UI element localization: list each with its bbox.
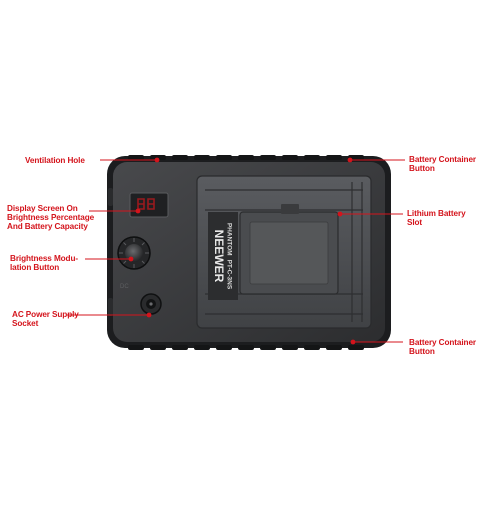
label-battery-container-bottom: Battery Container Button xyxy=(409,338,476,356)
top-vents xyxy=(128,155,364,160)
label-lithium-battery-slot: Lithium Battery Slot xyxy=(407,209,466,227)
callout-dots xyxy=(128,157,356,345)
brand-strip xyxy=(208,212,238,300)
label-ac-power-socket: AC Power Supply Socket xyxy=(12,310,79,328)
display-screen xyxy=(129,192,169,218)
screen-digits xyxy=(137,198,155,210)
svg-text:DC: DC xyxy=(120,284,129,290)
label-battery-container-top: Battery Container Button xyxy=(409,155,476,173)
label-brightness-button: Brightness Modu- lation Button xyxy=(10,254,78,272)
brand-name: NEEWER xyxy=(212,230,226,283)
bottom-vents xyxy=(128,345,364,350)
callout-lines xyxy=(67,159,405,343)
model-name: PHANTOMPT-C-3NS xyxy=(226,223,233,290)
label-display-screen: Display Screen On Brightness Percentage … xyxy=(7,204,95,231)
label-ventilation-hole: Ventilation Hole xyxy=(25,156,85,165)
knob-ridges xyxy=(119,238,149,268)
